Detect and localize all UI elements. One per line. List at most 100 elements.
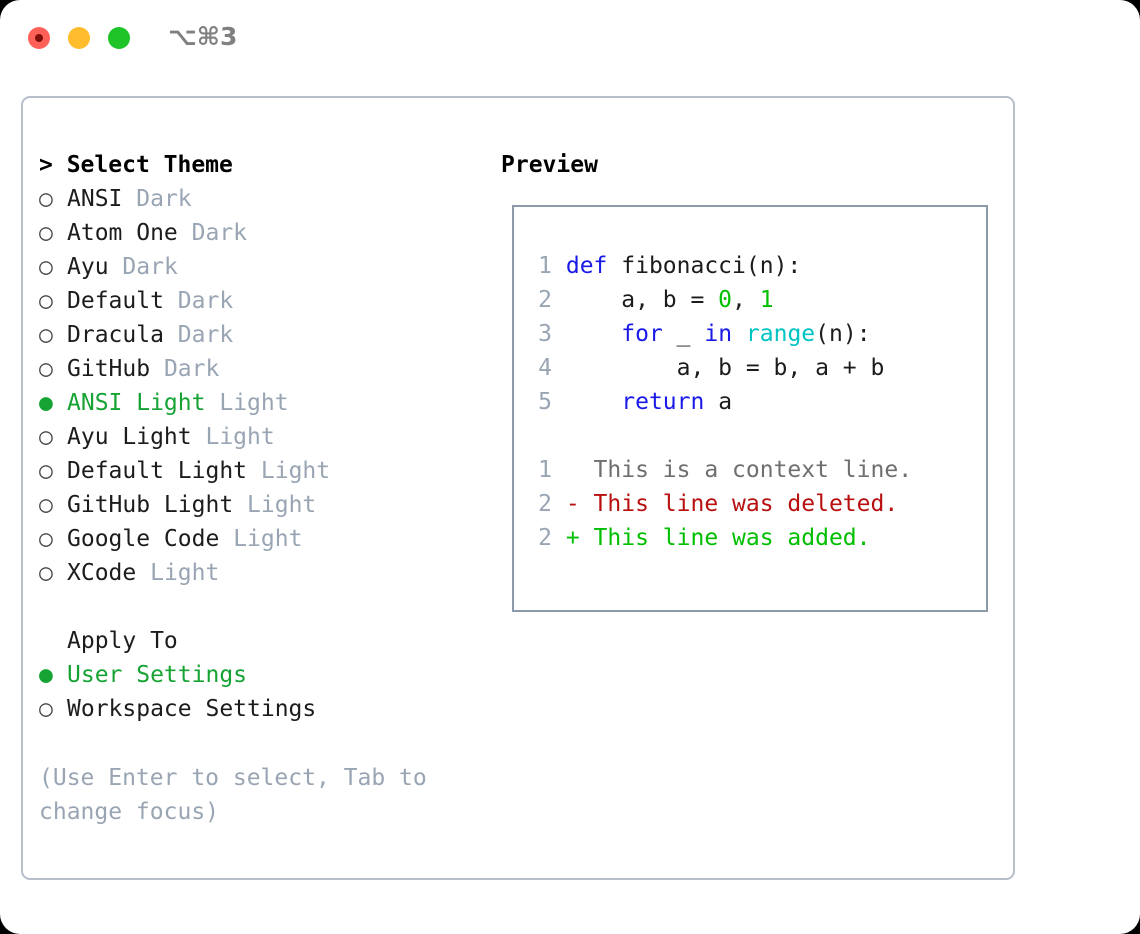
radio-unselected-icon: ○ xyxy=(39,696,53,722)
code-token-num: 1 xyxy=(759,287,774,313)
line-number: 1 xyxy=(538,457,552,483)
apply-to-option[interactable]: ● User Settings xyxy=(39,658,479,692)
theme-list-item[interactable]: ○XCode Light xyxy=(39,556,479,590)
diff-marker-icon: - xyxy=(552,491,580,517)
preview-panel-header: Preview xyxy=(501,148,991,182)
line-number: 2 xyxy=(538,287,552,313)
theme-variant-label: Light xyxy=(219,390,289,416)
theme-variant-label: Dark xyxy=(177,288,234,314)
label-spacer xyxy=(109,254,123,280)
theme-name-label: GitHub Light xyxy=(67,492,234,518)
line-number: 2 xyxy=(538,525,552,551)
focus-indicator-icon: > xyxy=(39,152,67,178)
diff-line-content: This line was deleted. xyxy=(579,491,899,517)
theme-list-item[interactable]: ○ Atom One Dark xyxy=(39,216,479,250)
code-token-plain: _ xyxy=(662,321,705,347)
label-spacer xyxy=(205,390,219,416)
keyboard-shortcut-label: ⌥⌘3 xyxy=(168,22,238,51)
code-line-content: for _ in range(n): xyxy=(552,321,871,347)
apply-to-heading-label: Apply To xyxy=(67,628,178,654)
code-token-builtin: range xyxy=(745,321,816,347)
theme-list-item[interactable]: ○GitHub Light Light xyxy=(39,488,479,522)
maximize-window-button[interactable] xyxy=(108,27,130,49)
theme-variant-label: Dark xyxy=(136,186,192,212)
code-token-plain: a xyxy=(704,389,733,415)
code-token-plain xyxy=(552,389,621,415)
theme-variant-label: Dark xyxy=(163,356,220,382)
theme-list-item[interactable]: ●ANSI Light Light xyxy=(39,386,479,420)
label-spacer xyxy=(178,220,192,246)
code-line: 1 def fibonacci(n): xyxy=(528,249,976,283)
code-line: 3 for _ in range(n): xyxy=(528,317,976,351)
line-number: 2 xyxy=(538,491,552,517)
label-spacer xyxy=(247,458,261,484)
theme-name-label: Ayu xyxy=(67,254,109,280)
code-token-kw: in xyxy=(704,321,733,347)
label-spacer xyxy=(192,424,206,450)
code-diff-spacer xyxy=(528,419,976,453)
radio-unselected-icon: ○ xyxy=(39,288,53,314)
theme-variant-label: Light xyxy=(205,424,275,450)
apply-to-heading: Apply To xyxy=(39,624,479,658)
list-spacer xyxy=(39,590,479,624)
code-token-plain: (n): xyxy=(815,321,871,347)
line-number: 3 xyxy=(538,321,552,347)
diff-sample: 1 This is a context line.2 - This line w… xyxy=(528,453,976,555)
apply-to-option[interactable]: ○ Workspace Settings xyxy=(39,692,479,726)
label-spacer xyxy=(122,186,136,212)
code-line: 4 a, b = b, a + b xyxy=(528,351,976,385)
theme-name-label: Atom One xyxy=(67,220,178,246)
code-token-num: 0 xyxy=(718,287,733,313)
apply-to-option-label: User Settings xyxy=(67,662,248,688)
theme-list-item[interactable]: ○Ayu Dark xyxy=(39,250,479,284)
minimize-window-button[interactable] xyxy=(68,27,90,49)
theme-variant-label: Light xyxy=(233,526,303,552)
theme-variant-label: Dark xyxy=(177,322,234,348)
label-spacer xyxy=(136,560,150,586)
code-token-kw: def xyxy=(565,253,608,279)
theme-name-label: GitHub xyxy=(67,356,151,382)
label-spacer xyxy=(233,492,247,518)
theme-list-item[interactable]: ○Dracula Dark xyxy=(39,318,479,352)
radio-unselected-icon: ○ xyxy=(39,560,53,586)
diff-marker-icon xyxy=(552,457,580,483)
theme-selector-panel: > Select Theme ○ANSI Dark○Atom One Dark○… xyxy=(39,148,479,726)
radio-unselected-icon: ○ xyxy=(39,220,53,246)
code-line-content: a, b = 0, 1 xyxy=(552,287,774,313)
code-token-plain: fibonacci(n): xyxy=(607,253,802,279)
theme-name-label: ANSI Light xyxy=(67,390,206,416)
diff-line-content: This line was added. xyxy=(579,525,871,551)
diff-line-added: 2 + This line was added. xyxy=(528,521,976,555)
preview-title: Preview xyxy=(501,152,598,178)
code-token-plain: a, b = b, a + b xyxy=(552,355,885,381)
keyboard-hint: (Use Enter to select, Tab to change focu… xyxy=(39,765,427,825)
apply-to-option-label: Workspace Settings xyxy=(67,696,317,722)
theme-list-item[interactable]: ○Google Code Light xyxy=(39,522,479,556)
theme-list-item[interactable]: ○Default Light Light xyxy=(39,454,479,488)
close-window-button[interactable] xyxy=(28,27,50,49)
theme-list-item[interactable]: ○ANSI Dark xyxy=(39,182,479,216)
theme-list-item[interactable]: ○Default Dark xyxy=(39,284,479,318)
theme-variant-label: Light xyxy=(260,458,331,484)
apply-to-list: ● User Settings ○ Workspace Settings xyxy=(39,658,479,726)
code-token-plain xyxy=(732,321,746,347)
theme-variant-label: Light xyxy=(150,560,220,586)
label-spacer xyxy=(219,526,233,552)
label-spacer xyxy=(150,356,164,382)
theme-list-item[interactable]: ○Ayu Light Light xyxy=(39,420,479,454)
radio-selected-icon: ● xyxy=(39,662,53,688)
code-line-content: return a xyxy=(552,389,732,415)
diff-marker-icon: + xyxy=(552,525,580,551)
radio-unselected-icon: ○ xyxy=(39,492,53,518)
code-line-content: def fibonacci(n): xyxy=(552,253,801,279)
theme-name-label: Dracula xyxy=(67,322,164,348)
theme-list-item[interactable]: ○GitHub Dark xyxy=(39,352,479,386)
code-token-kw: for xyxy=(621,321,663,347)
code-line-content: a, b = b, a + b xyxy=(552,355,885,381)
theme-variant-label: Dark xyxy=(122,254,178,280)
title-bar: ⌥⌘3 xyxy=(0,0,1140,78)
theme-panel-heading: > Select Theme xyxy=(39,148,479,182)
theme-variant-label: Dark xyxy=(191,220,248,246)
label-spacer xyxy=(164,288,178,314)
